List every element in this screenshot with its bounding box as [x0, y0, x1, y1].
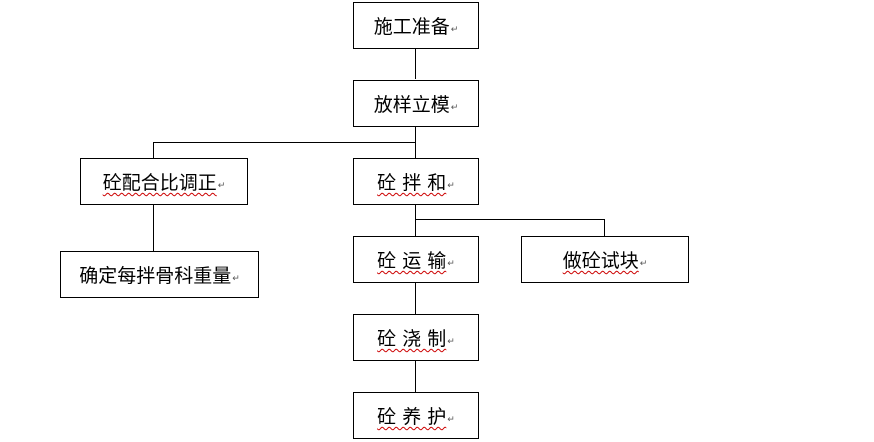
node-label: 砼配合比调正 [102, 172, 217, 194]
node-transport: 砼 运 输↵ [353, 236, 479, 283]
node-pouring: 砼 浇 制↵ [353, 314, 479, 361]
node-determine-weight: 确定每拌骨科重量↵ [60, 251, 259, 298]
return-mark-icon: ↵ [447, 258, 455, 269]
return-mark-icon: ↵ [450, 102, 459, 113]
node-label: 放样立模 [373, 94, 450, 116]
return-mark-icon: ↵ [217, 180, 226, 191]
node-test-block: 做砼试块↵ [521, 236, 689, 283]
connector-branch-to-mix-adjust [153, 142, 154, 158]
connector-transport-to-pouring [415, 282, 416, 314]
connector-prep-to-layout [415, 48, 416, 79]
connector-branch-to-test-block [604, 219, 605, 236]
node-label: 做砼试块 [562, 250, 639, 272]
return-mark-icon: ↵ [447, 414, 455, 425]
node-mix-ratio-adjust: 砼配合比调正↵ [80, 158, 248, 205]
node-label: 施工准备 [373, 16, 450, 38]
node-mixing: 砼 拌 和↵ [353, 158, 479, 205]
node-label: 确定每拌骨科重量 [79, 265, 232, 287]
connector-mix-adjust-to-weight [153, 204, 154, 251]
node-label: 砼 浇 制 [377, 328, 447, 350]
return-mark-icon: ↵ [232, 273, 240, 284]
return-mark-icon: ↵ [447, 336, 455, 347]
node-label: 砼 运 输 [377, 250, 447, 272]
node-label: 砼 养 护 [377, 406, 447, 428]
connector-branch-to-mixing [415, 142, 416, 158]
return-mark-icon: ↵ [639, 258, 648, 269]
return-mark-icon: ↵ [450, 24, 459, 35]
node-layout-formwork: 放样立模↵ [353, 80, 479, 127]
return-mark-icon: ↵ [447, 180, 455, 191]
node-label: 砼 拌 和 [377, 172, 447, 194]
node-construction-prep: 施工准备↵ [353, 2, 479, 49]
connector-mixing-to-transport [415, 204, 416, 236]
node-curing: 砼 养 护↵ [353, 392, 479, 439]
connector-mixing-branch-horizontal [415, 219, 605, 220]
connector-pouring-to-curing [415, 360, 416, 392]
connector-layout-to-branch [415, 126, 416, 142]
connector-branch-horizontal [153, 142, 416, 143]
